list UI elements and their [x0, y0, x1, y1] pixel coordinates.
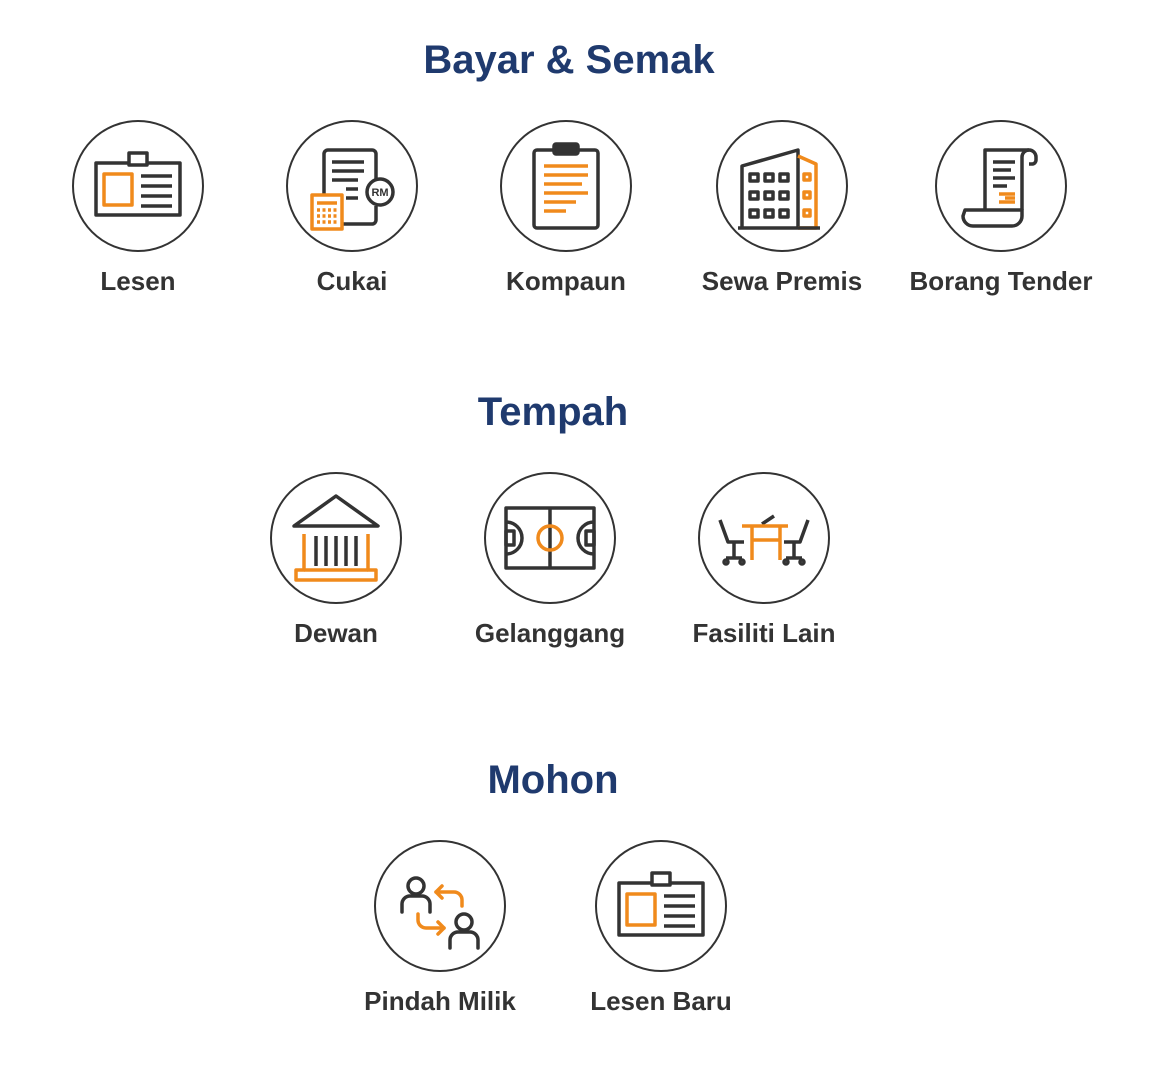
section-title-tempah: Tempah — [477, 390, 629, 434]
building-icon — [738, 148, 820, 230]
id-card-icon — [617, 871, 705, 937]
service-label: Borang Tender — [909, 266, 1093, 296]
service-label: Lesen Baru — [590, 986, 732, 1016]
clipboard-icon — [532, 142, 600, 230]
section-title-mohon: Mohon — [487, 758, 619, 802]
icon-circle — [698, 472, 830, 604]
icon-circle — [500, 120, 632, 252]
service-label: Dewan — [294, 618, 378, 648]
service-label: Kompaun — [506, 266, 626, 296]
hall-building-icon — [292, 494, 380, 582]
icon-circle: RM — [286, 120, 418, 252]
service-lesen[interactable]: Lesen — [18, 120, 258, 296]
icon-circle — [595, 840, 727, 972]
service-label: Sewa Premis — [701, 266, 863, 296]
sports-court-icon — [504, 506, 596, 570]
service-borang-tender[interactable]: Borang Tender — [881, 120, 1121, 296]
service-fasiliti-lain[interactable]: Fasiliti Lain — [644, 472, 884, 648]
ownership-transfer-icon — [400, 876, 480, 950]
service-sewa-premis[interactable]: Sewa Premis — [662, 120, 902, 296]
rm-badge-text: RM — [371, 187, 388, 199]
scroll-form-icon — [961, 148, 1038, 228]
tax-document-calculator-icon: RM — [310, 148, 395, 231]
service-label: Cukai — [316, 266, 388, 296]
service-label: Gelanggang — [474, 618, 626, 648]
service-kompaun[interactable]: Kompaun — [446, 120, 686, 296]
section-title-bayar-semak: Bayar & Semak — [423, 38, 715, 82]
service-dewan[interactable]: Dewan — [216, 472, 456, 648]
meeting-room-icon — [718, 514, 810, 566]
icon-circle — [484, 472, 616, 604]
service-cukai[interactable]: RM Cukai — [232, 120, 472, 296]
service-gelanggang[interactable]: Gelanggang — [430, 472, 670, 648]
icon-circle — [716, 120, 848, 252]
icon-circle — [270, 472, 402, 604]
icon-circle — [935, 120, 1067, 252]
service-label: Fasiliti Lain — [692, 618, 836, 648]
icon-circle — [374, 840, 506, 972]
id-card-icon — [94, 151, 182, 217]
service-pindah-milik[interactable]: Pindah Milik — [320, 840, 560, 1016]
service-lesen-baru[interactable]: Lesen Baru — [541, 840, 781, 1016]
service-label: Lesen — [100, 266, 176, 296]
icon-circle — [72, 120, 204, 252]
service-label: Pindah Milik — [364, 986, 516, 1016]
